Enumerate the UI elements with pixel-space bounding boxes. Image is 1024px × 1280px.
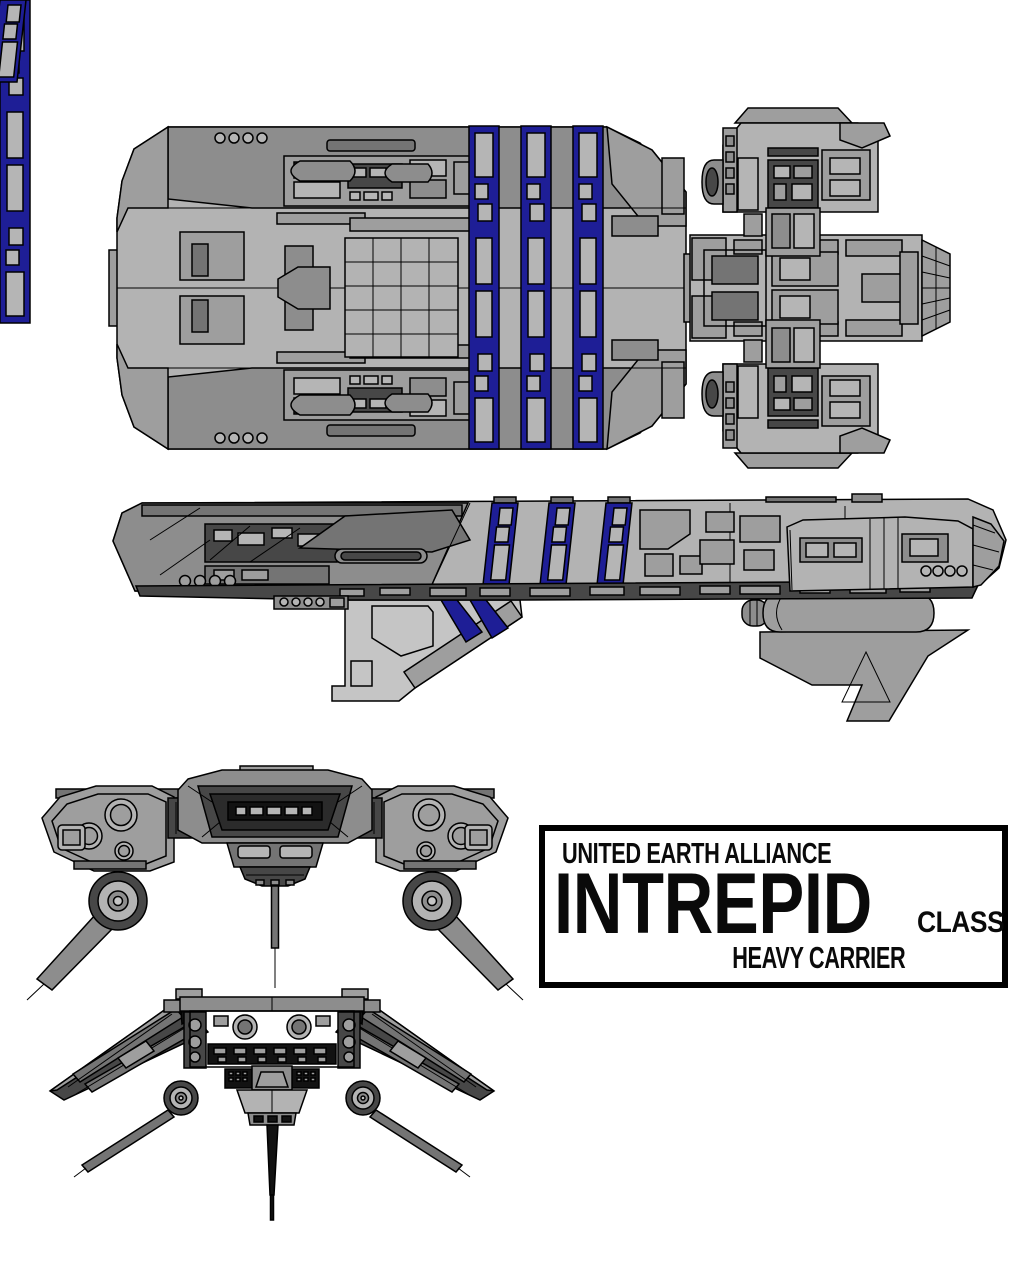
- midship-panels: [429, 502, 781, 590]
- front-view-illustration: [26, 765, 524, 1001]
- aft-command-module: [765, 493, 974, 592]
- aft-view-center-body: [179, 996, 365, 1221]
- top-view-illustration: [0, 0, 951, 469]
- port-landing-spike: [80, 1109, 176, 1173]
- engine-pod: [701, 107, 892, 257]
- engine-assembly-top-view: [683, 107, 951, 469]
- rear-landing-fin: [759, 629, 971, 722]
- title-plate: UNITED EARTH ALLIANCE INTREPID CLASS HEA…: [539, 825, 1008, 988]
- forward-landing-skid: [331, 599, 524, 702]
- ship-class-name: INTREPID: [554, 856, 872, 952]
- aft-antenna-mast: [266, 1124, 279, 1196]
- bow-detailing: [141, 504, 472, 588]
- ship-type: HEAVY CARRIER: [731, 940, 905, 975]
- bow-antenna-mast: [270, 885, 280, 949]
- side-view-illustration: [0, 0, 1007, 722]
- front-view-center-body: [177, 765, 373, 988]
- class-suffix: CLASS: [917, 906, 1005, 939]
- faction-name: UNITED EARTH ALLIANCE: [562, 838, 832, 870]
- blue-window-band-side: [0, 0, 27, 83]
- aft-view-port-half: [48, 988, 258, 1178]
- engine-nacelle-side: [741, 593, 935, 633]
- aft-view-illustration: [48, 988, 495, 1221]
- tail-cone: [972, 515, 1005, 588]
- front-view-port-half: [26, 785, 193, 1001]
